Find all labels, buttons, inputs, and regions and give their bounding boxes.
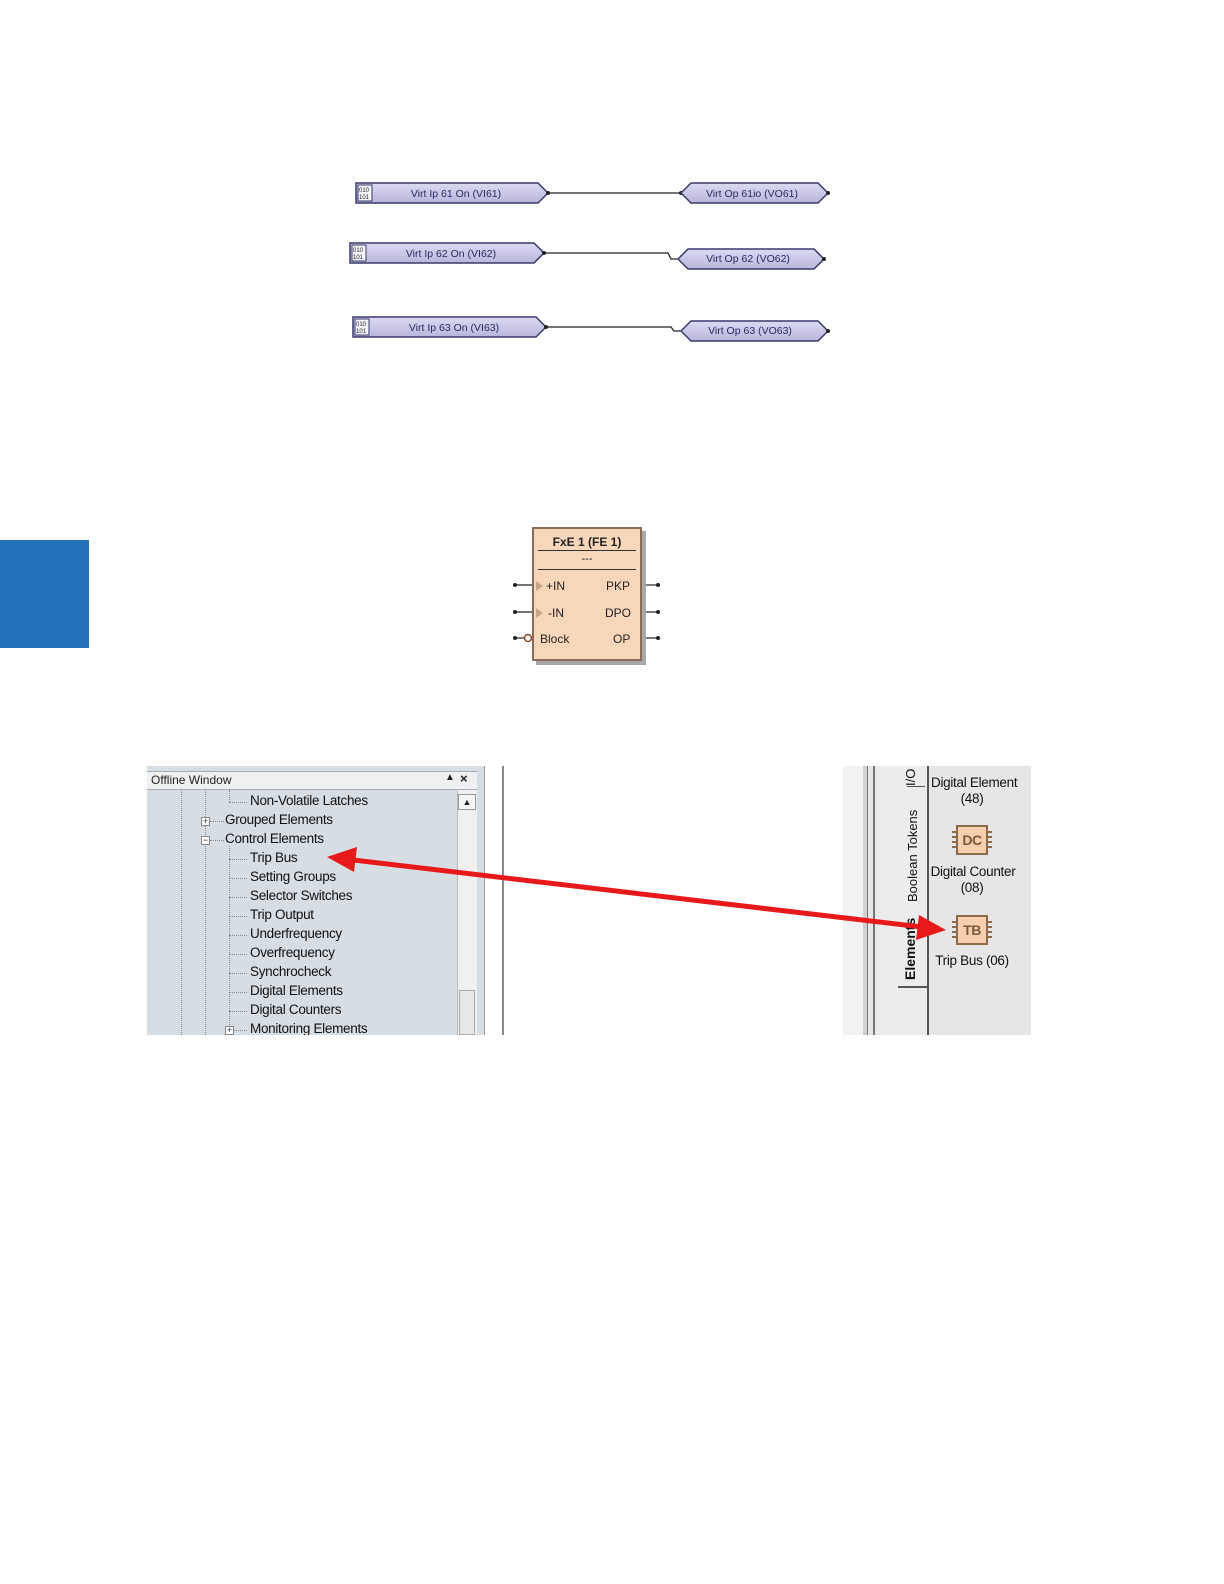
fxe-connectors [513, 583, 660, 643]
tree-branch [210, 840, 224, 841]
tool-digital-counter-label[interactable]: Digital Counter [930, 864, 1016, 879]
input-token-vi61[interactable] [355, 182, 550, 204]
tree-item-synchrocheck[interactable]: Synchrocheck [250, 964, 332, 979]
tab-elements[interactable]: Elements [902, 917, 918, 980]
active-tab-indicator [898, 986, 928, 988]
output-token-label: Virt Op 61io (VO61) [706, 188, 798, 200]
panel-border [502, 766, 504, 1035]
tree-branch [229, 916, 247, 917]
output-token-label: Virt Op 62 (VO62) [706, 253, 790, 265]
tree-guide-line [229, 790, 230, 802]
tree-guide-line [181, 790, 182, 1035]
scroll-up-icon[interactable]: ▲ [458, 794, 476, 810]
tree-item-underfrequency[interactable]: Underfrequency [250, 926, 342, 941]
chapter-side-tab [0, 540, 89, 648]
tree-item-trip-output[interactable]: Trip Output [250, 907, 314, 922]
tree-guide-line [229, 846, 230, 1035]
fxe-title-underline [538, 550, 636, 551]
input-token-label: Virt Ip 62 On (VI62) [406, 248, 496, 260]
tree-branch [234, 1030, 247, 1031]
tree-item-monitoring-elements[interactable]: Monitoring Elements [250, 1021, 368, 1035]
inverted-input-icon [523, 633, 533, 643]
svg-text:101: 101 [359, 195, 370, 201]
tree-item-trip-bus[interactable]: Trip Bus [250, 850, 298, 865]
tree-branch [229, 859, 247, 860]
tree-guide-line [205, 790, 206, 1035]
offline-window-header: Offline Window ▲ × [147, 771, 477, 790]
tool-trip-bus-label[interactable]: Trip Bus (06) [935, 953, 1009, 968]
tree-item-non-volatile-latches[interactable]: Non-Volatile Latches [250, 793, 368, 808]
offline-window-panel: Offline Window ▲ × Non-Volatile Latches … [147, 766, 504, 1035]
tool-digital-element-count: (48) [960, 791, 984, 806]
tool-digital-counter-count: (08) [960, 880, 984, 895]
svg-text:010: 010 [353, 248, 364, 254]
fxe-subtitle: --- [581, 553, 593, 565]
flexlogic-token-diagram: 010 101 Virt Ip 61 On (VI61) Virt Op 61i… [349, 182, 830, 342]
fxe-output-dpo[interactable]: DPO [605, 606, 632, 620]
collapse-minus-icon[interactable]: − [201, 835, 210, 845]
collapse-up-icon[interactable]: ▲ [445, 772, 455, 783]
tree-branch [229, 802, 247, 803]
output-token-label: Virt Op 63 (VO63) [708, 325, 792, 337]
tree-branch [210, 821, 224, 822]
fxe-output-pkp[interactable]: PKP [606, 579, 631, 593]
token-row-3: 010 101 Virt Ip 63 On (VI63) Virt Op 63 … [352, 316, 830, 342]
tree-branch [229, 973, 247, 974]
tree-branch [229, 897, 247, 898]
input-token-label: Virt Ip 61 On (VI61) [411, 188, 501, 200]
token-row-2: 010 101 Virt Ip 62 On (VI62) Virt Op 62 … [349, 242, 826, 270]
trip-bus-icon[interactable]: TB [952, 915, 992, 945]
tree-item-setting-groups[interactable]: Setting Groups [250, 869, 336, 884]
input-token-vi62[interactable] [349, 242, 546, 264]
input-token-label: Virt Ip 63 On (VI63) [409, 322, 499, 334]
fxe-title: FxE 1 (FE 1) [552, 535, 622, 549]
tool-digital-element-label[interactable]: Digital Element [931, 775, 1018, 790]
tab-io[interactable]: I/O [903, 768, 918, 786]
fxe-input-plus-in[interactable]: +IN [546, 579, 566, 593]
fxe-output-op[interactable]: OP [613, 632, 631, 646]
tree-item-control-elements[interactable]: Control Elements [225, 831, 324, 846]
tree-item-overfrequency[interactable]: Overfrequency [250, 945, 335, 960]
tab-boolean-tokens[interactable]: Boolean Tokens [905, 809, 920, 902]
fxe-input-minus-in[interactable]: -IN [548, 606, 564, 620]
binary-input-icon: 010 101 [357, 184, 373, 202]
toolbox-panel: I/O Boolean Tokens Elements Digital Elem… [843, 766, 1031, 1035]
fxe-divider [538, 569, 636, 570]
tree-branch [229, 878, 247, 879]
tree-item-selector-switches[interactable]: Selector Switches [250, 888, 353, 903]
close-icon[interactable]: × [460, 771, 468, 786]
expand-plus-icon[interactable]: + [225, 1025, 234, 1035]
token-row-1: 010 101 Virt Ip 61 On (VI61) Virt Op 61i… [355, 182, 830, 204]
tree-item-grouped-elements[interactable]: Grouped Elements [225, 812, 333, 827]
canvas-edge [843, 766, 864, 1035]
svg-text:010: 010 [356, 322, 367, 328]
tab-separator [907, 786, 925, 787]
tree-item-digital-counters[interactable]: Digital Counters [250, 1002, 342, 1017]
vertical-tab-strip [876, 766, 929, 1035]
svg-text:101: 101 [353, 255, 364, 261]
binary-input-icon: 010 101 [354, 318, 370, 336]
panel-border [873, 766, 875, 1035]
panel-border [863, 766, 868, 1035]
input-token-vi63[interactable] [352, 316, 548, 338]
svg-text:101: 101 [356, 329, 367, 335]
tree-branch [229, 1011, 247, 1012]
svg-text:010: 010 [359, 188, 370, 194]
vertical-scrollbar[interactable]: ▲ [457, 790, 477, 1035]
fxe-element-block[interactable]: FxE 1 (FE 1) --- +IN -IN Block PKP DPO O… [532, 527, 642, 661]
scrollbar-thumb[interactable] [459, 990, 475, 1035]
panel-splitter[interactable] [484, 766, 504, 1035]
offline-window-title: Offline Window [151, 773, 232, 787]
tree-item-digital-elements[interactable]: Digital Elements [250, 983, 343, 998]
fxe-input-block[interactable]: Block [540, 632, 570, 646]
tree-branch [229, 935, 247, 936]
tree-branch [229, 992, 247, 993]
expand-plus-icon[interactable]: + [201, 816, 210, 826]
digital-counter-icon[interactable]: DC [952, 825, 992, 855]
tree-branch [229, 954, 247, 955]
input-triangle-icons [536, 581, 543, 618]
binary-input-icon: 010 101 [351, 244, 367, 262]
